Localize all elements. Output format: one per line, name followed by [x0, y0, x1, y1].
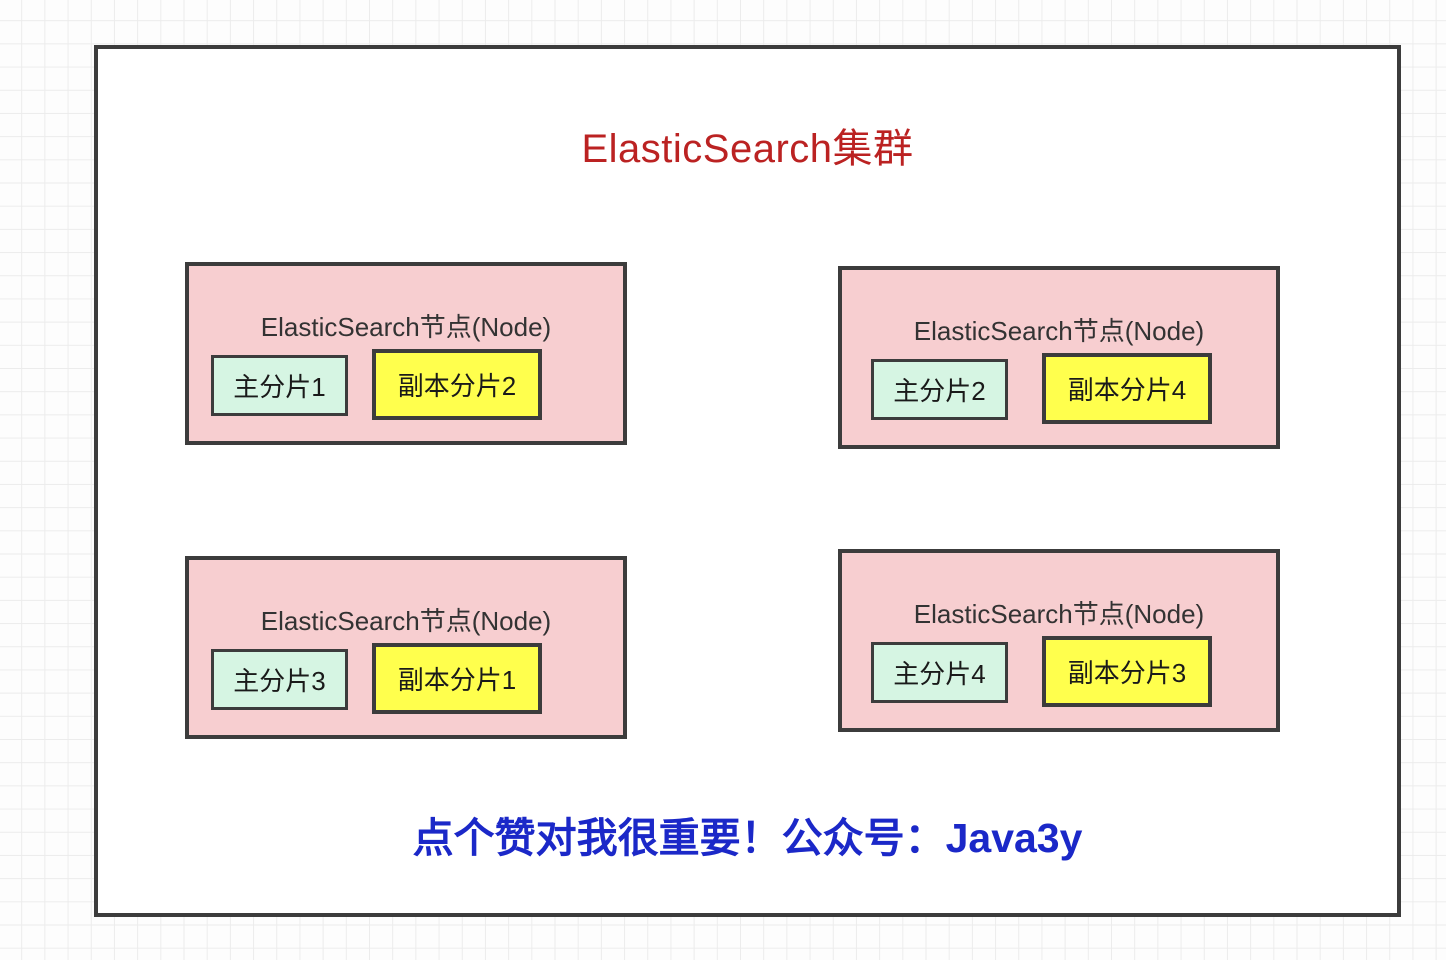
node-box-4: ElasticSearch节点(Node) 主分片4 副本分片3: [838, 549, 1280, 732]
node-box-3: ElasticSearch节点(Node) 主分片3 副本分片1: [185, 556, 627, 739]
replica-shard-box: 副本分片3: [1042, 636, 1212, 707]
node-box-1: ElasticSearch节点(Node) 主分片1 副本分片2: [185, 262, 627, 445]
footer-promo-text: 点个赞对我很重要！公众号：Java3y: [412, 815, 1083, 861]
node-label: ElasticSearch节点(Node): [260, 312, 552, 342]
node-label: ElasticSearch节点(Node): [913, 316, 1205, 346]
replica-shard-box: 副本分片1: [372, 643, 542, 714]
replica-shard-box: 副本分片4: [1042, 353, 1212, 424]
cluster-title: ElasticSearch集群: [581, 127, 914, 171]
node-label: ElasticSearch节点(Node): [260, 606, 552, 636]
shard-row: 主分片3 副本分片1: [189, 643, 623, 728]
primary-shard-box: 主分片2: [871, 359, 1008, 420]
primary-shard-box: 主分片1: [211, 355, 348, 416]
replica-shard-box: 副本分片2: [372, 349, 542, 420]
node-label: ElasticSearch节点(Node): [913, 599, 1205, 629]
node-box-2: ElasticSearch节点(Node) 主分片2 副本分片4: [838, 266, 1280, 449]
elasticsearch-cluster-frame: ElasticSearch集群 ElasticSearch节点(Node) 主分…: [94, 45, 1401, 917]
primary-shard-box: 主分片3: [211, 649, 348, 710]
shard-row: 主分片2 副本分片4: [842, 353, 1276, 438]
shard-row: 主分片4 副本分片3: [842, 636, 1276, 721]
shard-row: 主分片1 副本分片2: [189, 349, 623, 434]
primary-shard-box: 主分片4: [871, 642, 1008, 703]
